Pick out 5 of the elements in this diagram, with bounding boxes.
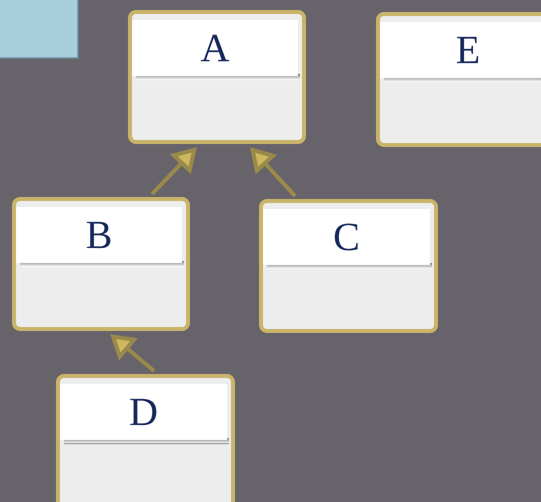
- class-box: E: [376, 12, 541, 147]
- class-box: C: [259, 199, 438, 333]
- class-box: B: [12, 197, 190, 331]
- class-box: A: [128, 10, 306, 144]
- class-box: D: [56, 374, 235, 502]
